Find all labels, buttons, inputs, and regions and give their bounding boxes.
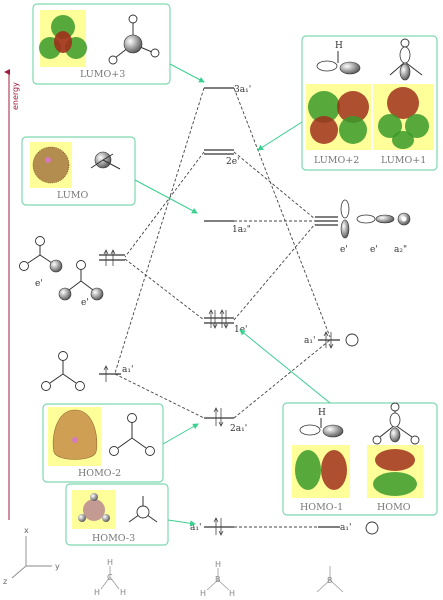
right-a2-label: a₂" [394,245,407,255]
level-2a1-label: 2a₁' [230,424,247,434]
level-3a1-label: 3a₁' [234,85,251,95]
bh3-h-left: H [200,589,206,598]
left-e-upper-label: e' [35,279,43,289]
lumo1-caption: LUMO+1 [381,155,426,166]
axis-y-label: y [55,562,60,571]
energy-label: energy [11,82,20,110]
right-a1-mid-label: a₁' [304,336,315,346]
box-lumo: LUMO [21,136,136,206]
center-levels: 3a₁' 2e' 1a₂" 1e' 2a₁' a₁' [190,85,251,536]
right-levels: a₁' a₁' [304,216,379,535]
left-levels: a₁' [99,249,133,382]
lumo3-caption: LUMO+3 [80,69,125,80]
correlation-lines [114,87,331,528]
lumo-caption: LUMO [57,190,89,201]
right-a1-low-label: a₁' [340,523,351,533]
molecule-ch3: H C H H [94,558,126,597]
molecule-b: B [316,566,344,593]
left-e-lower-label: e' [81,298,89,308]
axis-z-label: z [3,577,7,586]
coordinate-axes: x y z [3,526,60,586]
lumo2-caption: LUMO+2 [314,155,359,166]
arrow-lumo [134,179,198,214]
level-1a2-label: 1a₂" [232,225,251,235]
bh3-h-right: H [229,589,235,598]
left-fragment-a1 [41,351,85,391]
box-lumo2-lumo1: H LUMO+2 LUMO+1 [301,35,438,171]
arrow-homo3 [167,519,196,527]
homo1-caption: HOMO-1 [300,502,343,513]
right-p-orbitals: e' e' a₂" [340,199,411,255]
bh3-h-top: H [215,560,221,569]
energy-axis: energy [4,69,20,520]
right-e1-label: e' [340,245,348,255]
arrow-homo2 [162,423,199,445]
box-lumo3: LUMO+3 [32,3,171,85]
homo3-caption: HOMO-3 [92,533,135,544]
left-fragment-e-upper: e' [19,236,63,289]
left-a1-label: a₁' [122,365,133,375]
lumo2-h-label: H [335,41,343,51]
bh3-center: B [215,575,221,584]
homo-caption: HOMO [377,502,411,513]
b-center: B [327,576,333,585]
box-homo3: HOMO-3 [65,483,169,546]
ch3-h-right: H [120,588,126,597]
arrow-lumo2 [257,121,303,151]
homo1-h-label: H [318,408,326,418]
ch3-h-left: H [94,588,100,597]
level-2e-label: 2e' [226,157,240,167]
ch3-h-top: H [107,558,113,567]
right-e2-label: e' [370,245,378,255]
arrow-lumo3 [169,63,205,83]
molecule-bh3: H B H H [200,560,235,598]
homo2-caption: HOMO-2 [78,468,121,479]
box-homo2: HOMO-2 [42,403,164,483]
level-a1-bottom-label: a₁' [190,523,201,533]
ch3-center: C [107,573,113,582]
left-fragment-e-lower: e' [58,260,104,308]
axis-x-label: x [24,526,29,535]
arrow-homo [239,329,331,404]
box-homo1-homo: H HOMO-1 HOMO [282,402,438,516]
